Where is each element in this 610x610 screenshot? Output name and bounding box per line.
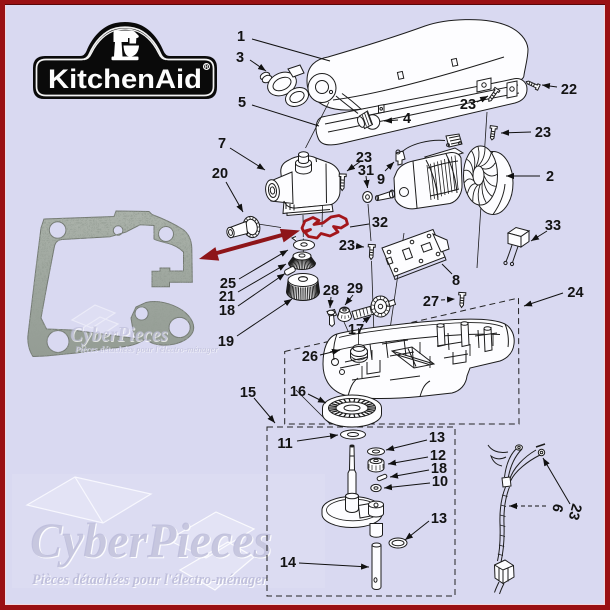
svg-text:13: 13 (429, 430, 445, 446)
svg-text:23: 23 (356, 150, 372, 166)
svg-text:23: 23 (565, 502, 585, 522)
svg-text:9: 9 (377, 172, 385, 188)
svg-text:22: 22 (561, 82, 577, 98)
svg-text:8: 8 (452, 273, 460, 289)
svg-text:15: 15 (240, 385, 256, 401)
svg-text:18: 18 (219, 303, 235, 319)
svg-text:7: 7 (218, 136, 226, 152)
svg-text:23: 23 (460, 97, 476, 113)
svg-text:Pièces détachées pour l'électr: Pièces détachées pour l'électro-ménager (75, 345, 219, 354)
svg-text:24: 24 (567, 285, 583, 301)
svg-text:10: 10 (432, 474, 448, 490)
svg-text:33: 33 (545, 218, 561, 234)
svg-text:4: 4 (403, 111, 411, 127)
svg-text:3: 3 (236, 50, 244, 66)
svg-text:Pièces détachées pour l'électr: Pièces détachées pour l'électro-ménager (76, 346, 220, 355)
svg-text:32: 32 (372, 215, 388, 231)
svg-text:CyberPieces: CyberPieces (71, 323, 169, 347)
svg-text:5: 5 (238, 95, 246, 111)
svg-text:13: 13 (431, 511, 447, 527)
svg-text:Pièces détachées pour l'électr: Pièces détachées pour l'électro-ménager (32, 572, 267, 588)
svg-text:2: 2 (546, 169, 554, 185)
svg-text:31: 31 (358, 163, 374, 179)
svg-text:25: 25 (220, 276, 236, 292)
svg-text:27: 27 (423, 294, 439, 310)
svg-text:Pièces détachées pour l'électr: Pièces détachées pour l'électro-ménager (33, 573, 268, 589)
svg-text:CyberPieces: CyberPieces (31, 513, 273, 569)
svg-text:21: 21 (219, 289, 235, 305)
svg-text:1: 1 (237, 29, 245, 45)
svg-text:23: 23 (339, 238, 355, 254)
svg-text:29: 29 (347, 281, 363, 297)
svg-text:28: 28 (323, 283, 339, 299)
svg-text:CyberPieces: CyberPieces (30, 512, 272, 568)
svg-text:CyberPieces: CyberPieces (70, 322, 168, 346)
svg-text:26: 26 (302, 349, 318, 365)
svg-text:6: 6 (548, 502, 566, 514)
svg-text:11: 11 (277, 436, 292, 452)
svg-text:14: 14 (280, 555, 296, 571)
svg-text:16: 16 (290, 384, 306, 400)
svg-text:R: R (205, 65, 209, 71)
svg-text:19: 19 (218, 334, 234, 350)
svg-text:12: 12 (430, 448, 446, 464)
svg-text:18: 18 (431, 461, 447, 477)
svg-text:17: 17 (348, 322, 364, 338)
svg-text:23: 23 (535, 125, 551, 141)
svg-text:20: 20 (212, 166, 228, 182)
svg-text:KitchenAid: KitchenAid (48, 64, 202, 94)
